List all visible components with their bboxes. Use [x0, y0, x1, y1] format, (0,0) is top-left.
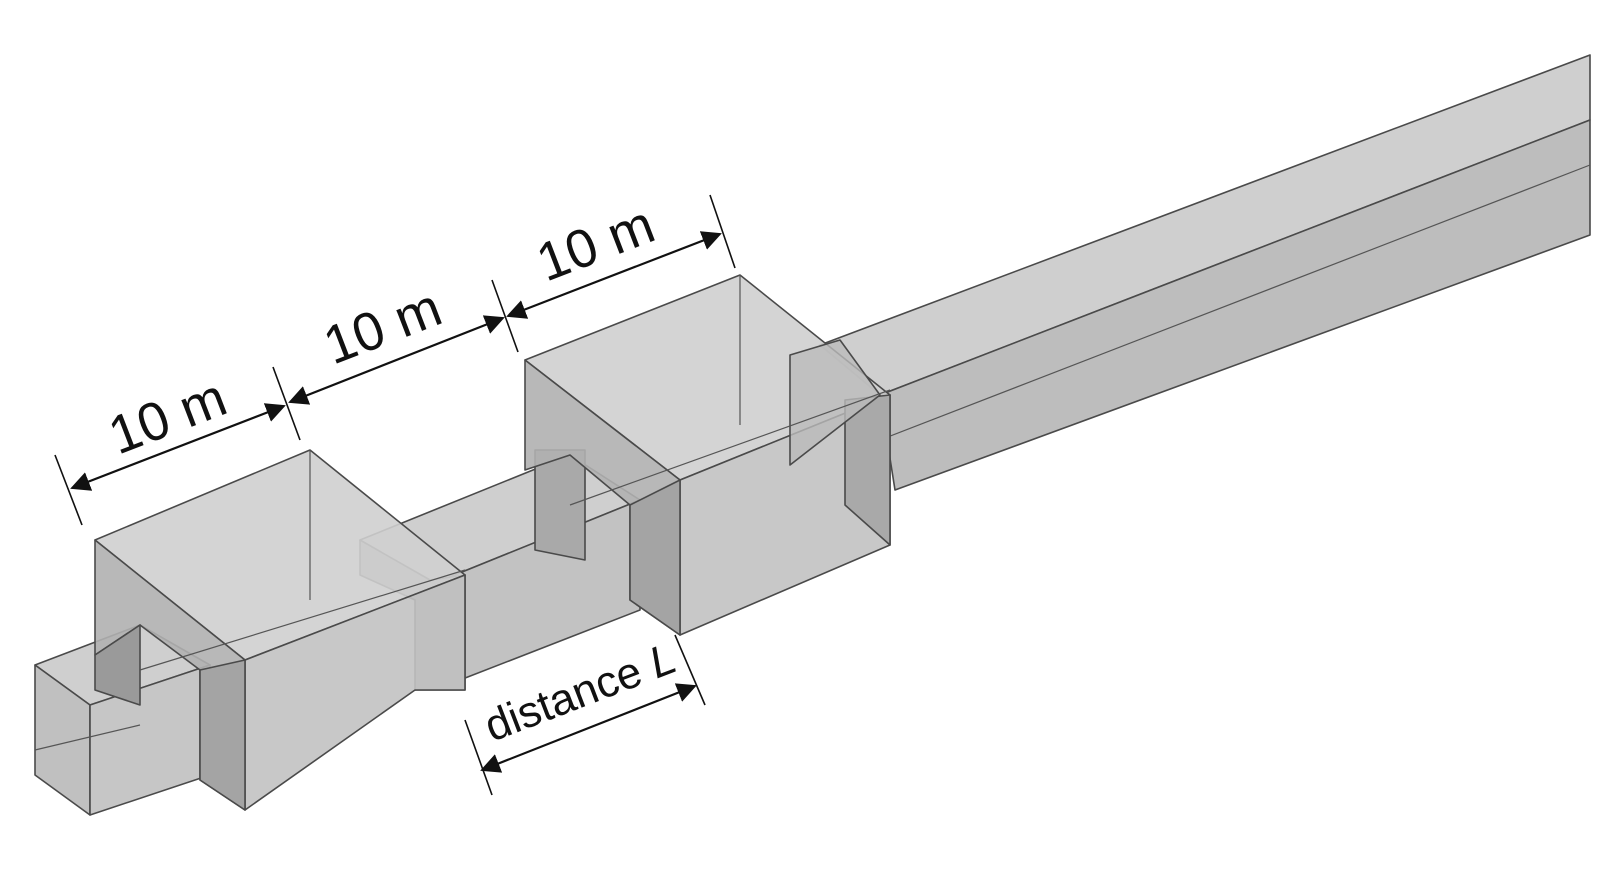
chamber-second-pillar	[629, 479, 681, 636]
duct-near-inner-edge	[34, 724, 141, 751]
dimension-arrow-first	[70, 403, 286, 491]
extension-line-first-right	[272, 366, 301, 441]
chamber-second-inner-edge	[569, 389, 891, 506]
duct-far-section	[819, 54, 1591, 491]
chamber-first-inner-edge	[139, 569, 466, 671]
extension-line-gap-right	[491, 279, 519, 353]
dimension-gap: 10 m	[288, 277, 519, 405]
chamber-second-inner-band	[789, 339, 881, 466]
dimension-arrow-second	[506, 231, 722, 319]
chamber-first-pillar	[199, 659, 246, 811]
extension-line-distance-left	[464, 719, 493, 796]
dimension-arrow-distance	[480, 683, 697, 773]
chamber-first	[94, 449, 466, 811]
chamber-second	[524, 274, 891, 636]
duct-middle-band-right	[534, 449, 586, 561]
extension-line-second-right	[709, 194, 736, 269]
dimension-label-gap: 10 m	[316, 277, 450, 376]
dimension-arrow-gap	[288, 315, 505, 405]
extension-line-first-left	[54, 454, 83, 526]
duct-far-inner-edge	[879, 164, 1591, 441]
chamber-first-opening	[94, 624, 141, 706]
extension-line-distance-right	[674, 634, 706, 706]
dimension-label-second: 10 m	[529, 194, 663, 293]
